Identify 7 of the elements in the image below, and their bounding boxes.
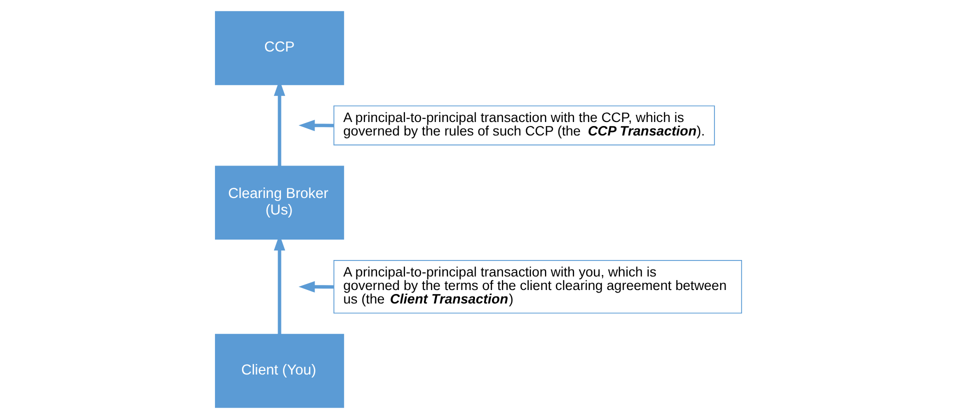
node-box: A principal-to-principal transaction with you, which is governed by the terms of the client clearing agreement between us (the Client Transaction) — [332, 260, 742, 314]
arrow — [298, 120, 334, 132]
node-box: A principal-to-principal transaction with the CCP, which is governed by the rules of such CCP (the CCP Transaction). — [332, 105, 714, 146]
node-box: Client (You) — [214, 334, 344, 408]
arrow — [298, 281, 334, 292]
node-box: CCP — [214, 11, 344, 86]
node-box: Clearing Broker (Us) — [214, 166, 344, 240]
